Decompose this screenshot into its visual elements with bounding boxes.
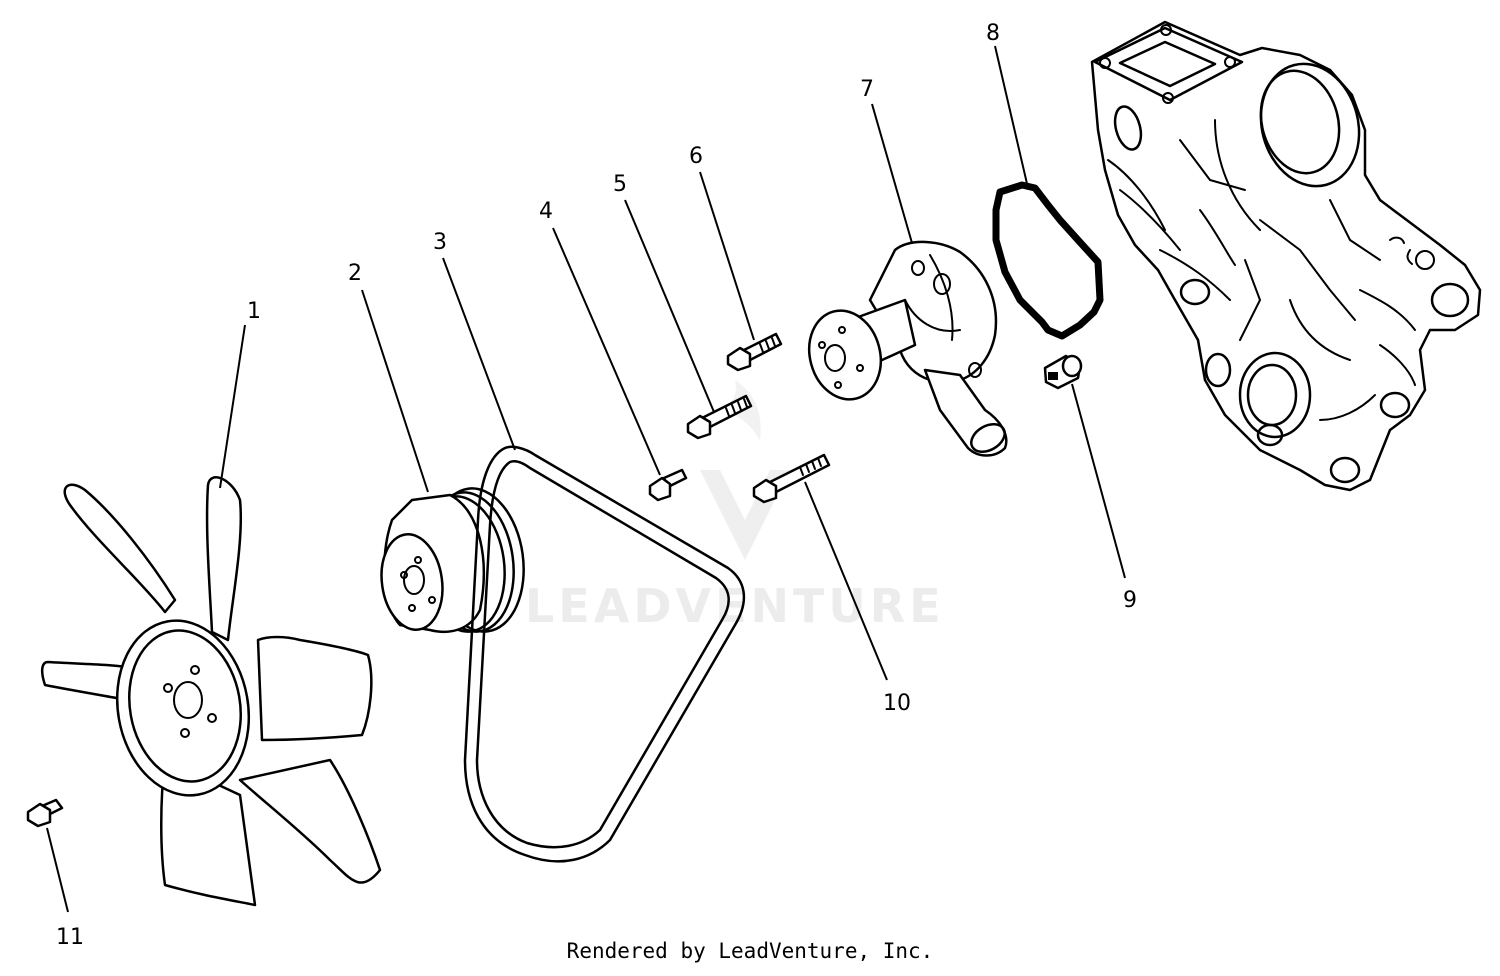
callout-10: 10	[883, 691, 911, 716]
callout-4: 4	[539, 199, 553, 224]
fan-blade	[205, 476, 243, 642]
fan-pulley-drawing	[380, 487, 525, 634]
callout-3: 3	[433, 230, 447, 255]
leader-lines	[46, 45, 1126, 913]
callout-8: 8	[986, 21, 1000, 46]
bolt-medium-drawing	[686, 394, 753, 440]
bolt-short-drawing	[648, 468, 688, 502]
fan-drawing	[40, 476, 382, 907]
belt-inner-edge	[475, 460, 730, 849]
bolt-head	[752, 478, 778, 504]
leader-7	[871, 103, 913, 244]
pulley-bolt-hole	[408, 604, 416, 612]
plug-head	[26, 802, 52, 828]
leader-1	[219, 324, 246, 489]
pump-shaft	[824, 344, 846, 372]
leader-10	[804, 481, 888, 681]
callout-2: 2	[348, 261, 362, 286]
leader-8	[994, 45, 1029, 189]
leader-5	[624, 199, 715, 413]
pump-outlet	[923, 368, 1008, 457]
thermo-switch-drawing	[1043, 354, 1083, 390]
fan-blade	[63, 483, 177, 614]
bolt-head	[686, 414, 712, 440]
leader-6	[699, 171, 755, 341]
watermark: LEADVENTURE	[525, 380, 945, 633]
bolt-head	[726, 346, 752, 372]
v-belt-drawing	[463, 445, 746, 863]
fan-hub-outer	[115, 619, 251, 797]
leader-11	[46, 827, 69, 913]
fan-bolt-hole	[207, 713, 217, 723]
pulley-face	[380, 533, 444, 631]
leader-9	[1071, 383, 1126, 579]
pulley-bolt-hole	[400, 571, 408, 579]
fan-blade	[256, 635, 373, 742]
leader-3	[442, 257, 516, 451]
callout-9: 9	[1123, 588, 1137, 613]
pulley-center-hole	[403, 565, 425, 595]
leader-4	[552, 227, 661, 476]
fan-blade	[238, 758, 382, 884]
bolt-long-drawing	[752, 453, 831, 504]
fan-bolt-hole	[180, 728, 190, 738]
watermark-text: LEADVENTURE	[525, 579, 945, 633]
callout-labels: 1 2 3 4 5 6 7 8 9 10 11	[56, 21, 1137, 950]
callout-7: 7	[860, 77, 874, 102]
callout-5: 5	[613, 172, 627, 197]
plug-drawing	[26, 798, 64, 828]
gasket-shape	[992, 181, 1104, 340]
gasket-drawing	[992, 181, 1104, 340]
fan-center-hole	[173, 681, 203, 719]
bolt-head	[648, 476, 672, 502]
callout-6: 6	[689, 144, 703, 169]
callout-1: 1	[247, 299, 261, 324]
water-pump-drawing	[807, 240, 1008, 457]
gear-case-drawing	[1090, 20, 1482, 492]
gear-case-outline	[1090, 20, 1482, 492]
fan-blade	[40, 660, 134, 702]
pulley-bolt-hole	[428, 596, 436, 604]
fan-bolt-hole	[190, 665, 200, 675]
belt-outer-edge	[463, 445, 746, 863]
fan-hub-inner	[128, 629, 242, 783]
pulley-bolt-hole	[414, 556, 422, 564]
leader-2	[361, 289, 429, 493]
fan-bolt-hole	[163, 683, 173, 693]
footer-credit: Rendered by LeadVenture, Inc.	[567, 939, 934, 963]
callout-11: 11	[56, 925, 84, 950]
bolt-upper-drawing	[726, 332, 783, 372]
